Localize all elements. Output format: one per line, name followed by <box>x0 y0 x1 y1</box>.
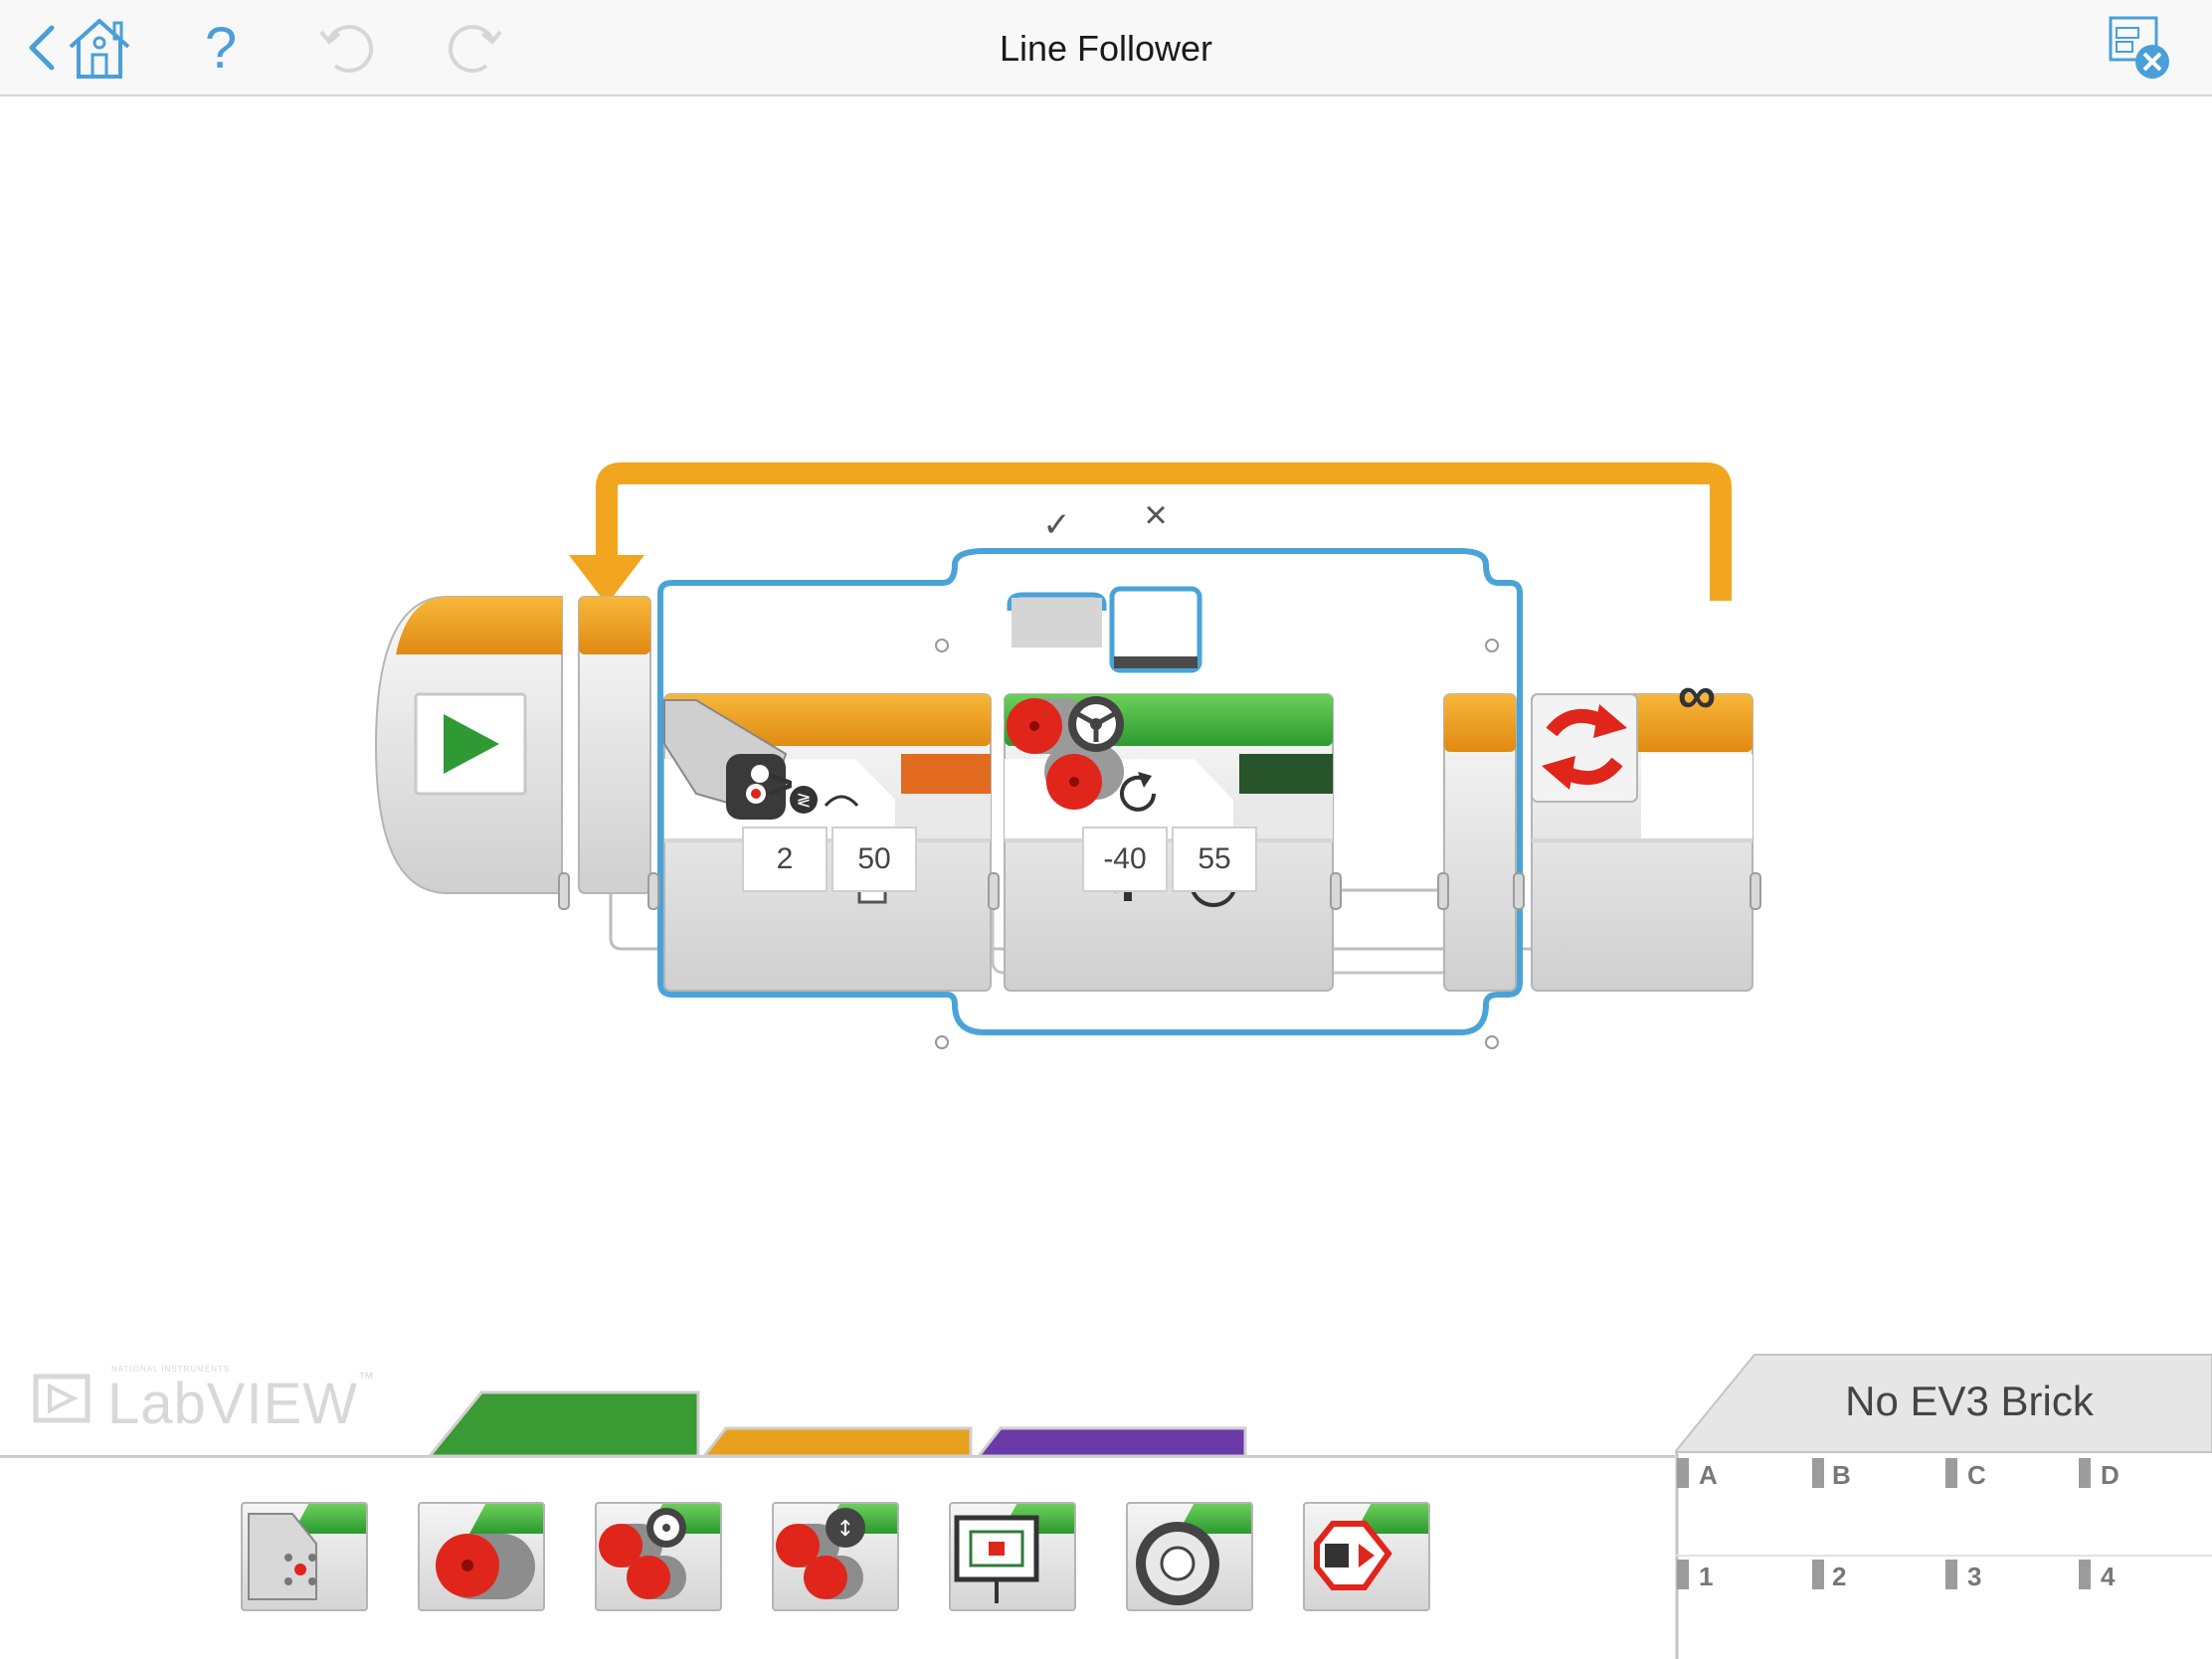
brick-status-light-icon <box>1314 1521 1392 1590</box>
redo-icon <box>448 25 502 74</box>
switch-frame <box>657 548 1523 1035</box>
switch-true-tab[interactable] <box>1007 592 1107 647</box>
brick-status[interactable]: No EV3 Brick <box>1845 1378 2094 1424</box>
labview-trademark: ™ <box>358 1371 375 1387</box>
close-program-icon <box>2109 16 2169 79</box>
svg-text:↕: ↕ <box>836 1517 854 1542</box>
switch-true-label: ✓ <box>1042 506 1071 544</box>
switch-false-tab[interactable] <box>1109 586 1202 673</box>
loop-start-block[interactable] <box>578 596 651 894</box>
palette-tab-action[interactable] <box>426 1390 700 1458</box>
palette-move-tank-block[interactable]: ↕ <box>772 1502 899 1611</box>
palette-sound-block[interactable] <box>1126 1502 1253 1611</box>
labview-logo-icon <box>33 1374 91 1423</box>
compare-operator[interactable]: > <box>768 760 794 809</box>
rotate-icon <box>1120 772 1156 812</box>
color-sensor-icon <box>663 699 788 820</box>
steering-wheel-icon <box>1068 696 1124 752</box>
move-steering-ports[interactable]: B+C <box>1262 660 1310 687</box>
loop-end-block[interactable] <box>1531 693 1753 992</box>
labview-wordmark: LabVIEW™ <box>107 1371 375 1436</box>
switch-end-block[interactable] <box>1443 693 1517 992</box>
redo-button[interactable] <box>440 12 509 84</box>
start-block[interactable] <box>374 596 563 894</box>
palette-tab-sensor[interactable] <box>975 1426 1247 1458</box>
palette-tabs <box>0 1390 1681 1458</box>
labview-vendor: NATIONAL INSTRUMENTS <box>111 1365 231 1374</box>
move-steering-block[interactable] <box>1004 693 1334 992</box>
large-motor-icon <box>436 1534 535 1599</box>
power-input[interactable]: 55 <box>1172 827 1257 892</box>
large-motors-icon <box>1007 698 1124 810</box>
programming-canvas[interactable]: ≷ <box>0 97 2212 1341</box>
palette-move-steering-block[interactable] <box>595 1502 722 1611</box>
color-compare-type-input[interactable]: 2 <box>742 827 828 892</box>
color-sensor-block[interactable]: ≷ <box>663 693 992 992</box>
medium-motor-icon <box>248 1513 317 1600</box>
home-icon <box>69 19 130 79</box>
speaker-icon <box>1136 1522 1219 1605</box>
palette-medium-motor-block[interactable] <box>241 1502 368 1611</box>
program-diagram: ≷ <box>374 462 1761 1049</box>
back-button[interactable] <box>20 12 64 84</box>
undo-icon <box>319 25 374 74</box>
display-icon <box>954 1515 1039 1603</box>
loop-return-wire <box>569 462 1732 605</box>
palette-large-motor-block[interactable] <box>418 1502 545 1611</box>
chevron-left-icon <box>29 25 55 71</box>
color-sensor-port[interactable]: 3 <box>939 660 953 687</box>
move-steering-icon <box>599 1508 686 1599</box>
play-icon <box>444 714 499 774</box>
palette-display-block[interactable] <box>949 1502 1076 1611</box>
loop-icon <box>1531 693 1638 803</box>
switch-false-label: × <box>1144 493 1168 537</box>
undo-button[interactable] <box>312 12 382 84</box>
steering-input[interactable]: -40 <box>1082 827 1168 892</box>
brick-panel <box>1675 1354 2212 1659</box>
block-palette: ↕ <box>0 1456 1681 1659</box>
palette-tab-flow[interactable] <box>700 1426 973 1458</box>
labview-logo: NATIONAL INSTRUMENTS LabVIEW™ <box>32 1363 374 1436</box>
top-toolbar: ? Line Follower <box>0 0 2212 96</box>
move-tank-icon: ↕ <box>776 1508 865 1599</box>
help-button[interactable]: ? <box>204 15 238 81</box>
svg-text:≷: ≷ <box>796 790 811 811</box>
loop-mode-infinity[interactable]: ∞ <box>1677 665 1717 725</box>
color-threshold-input[interactable]: 50 <box>831 827 917 892</box>
page-title: Line Follower <box>999 28 1213 69</box>
home-button[interactable] <box>64 12 135 84</box>
palette-brick-status-light-block[interactable] <box>1303 1502 1430 1611</box>
close-program-button[interactable] <box>2099 12 2178 84</box>
